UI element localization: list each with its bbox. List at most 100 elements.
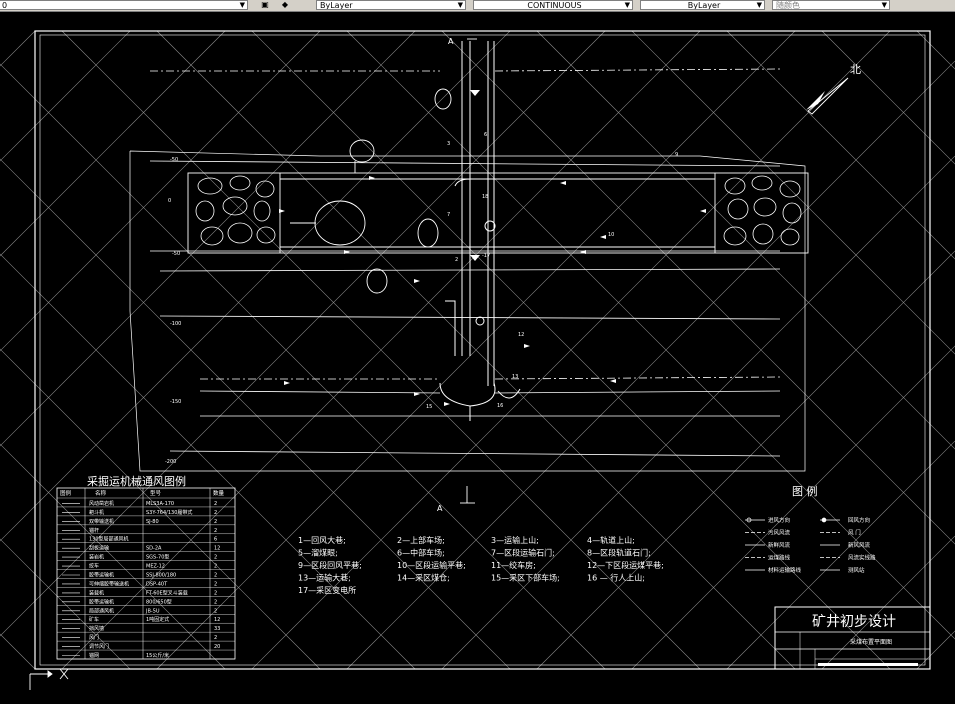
note-item: 10—区段运输平巷; (397, 560, 466, 570)
route-number-13: 13 (512, 374, 518, 380)
level-label: -150 (170, 399, 181, 405)
legend-row-qty: 2 (214, 501, 217, 507)
legend-row-name: 调节风门 (89, 643, 109, 650)
note-item: 2—上部车场; (397, 535, 445, 545)
note-item: 4—轨道上山; (587, 535, 635, 545)
legend-row-qty: 2 (214, 564, 217, 570)
legend-row-qty: 33 (214, 626, 220, 632)
linetype-value: CONTINUOUS (527, 1, 582, 10)
detail-callouts (290, 38, 477, 504)
legend-row-model: 800/650型 (146, 598, 172, 605)
note-item: 16 — 行人上山; (587, 573, 645, 583)
legend-row-qty: 6 (214, 537, 217, 543)
coal-seam-outline (129, 150, 806, 472)
route-number-18: 18 (482, 194, 488, 200)
layer-manager-icon[interactable]: ▣ (261, 0, 269, 9)
level-label: 0 (168, 198, 171, 204)
symbol-legend: 进风方向回风方向污风风流风 门新鲜风流新风风流运煤路线风流实线路材料运输路线测风… (745, 516, 876, 574)
symbol-legend-label: 污风风流 (768, 529, 791, 537)
note-item: 1—回风大巷; (298, 535, 346, 545)
note-item: 15—采区下部车场; (491, 573, 560, 583)
legend-row-name: 风门 (89, 634, 99, 641)
title-block: 矿井初步设计 采煤布置平面图 (774, 606, 931, 670)
note-item: 7—区段运输石门; (491, 548, 555, 558)
legend-row-model: S3Y-764/130履带式 (146, 509, 192, 516)
drawing-canvas[interactable]: 3 6 9 10 18 7 -17 12 13 15 16 2 -50 0 -5… (0, 11, 955, 700)
color-value: ByLayer (320, 1, 353, 10)
legend-row-qty: 2 (214, 528, 217, 534)
symbol-legend-label: 风 门 (848, 529, 861, 537)
legend-row-model: 15公斤/米 (146, 652, 169, 659)
plotstyle-value: 随颜色 (776, 1, 800, 10)
note-item: 9—区段回风平巷; (298, 560, 362, 570)
note-item: 3—运输上山; (491, 535, 539, 545)
route-number-labels: 3 6 9 10 18 7 -17 12 13 15 16 2 (426, 132, 678, 410)
legend-row-name: 130型局部通风机 (89, 536, 129, 543)
inner-frame (39, 34, 926, 666)
legend-header-name: 名称 (95, 489, 107, 497)
properties-toolbar: 0 ▼ ▣ ◆ ByLayer ▼ CONTINUOUS ▼ ByLayer ▼… (0, 0, 955, 12)
legend-row-qty: 2 (214, 590, 217, 596)
lineweight-dropdown[interactable]: ByLayer ▼ (640, 0, 765, 10)
legend-row-name: 矿车 (89, 616, 99, 623)
chevron-down-icon: ▼ (881, 1, 887, 9)
legend-row-name: 风动凿岩机 (89, 500, 114, 507)
legend-row-name: 装载机 (89, 589, 104, 596)
chevron-down-icon: ▼ (624, 1, 630, 9)
legend-row-model: MEZ-12 (146, 564, 165, 570)
chevron-down-icon: ▼ (239, 1, 245, 9)
legend-row-qty: 2 (214, 510, 217, 516)
symbol-legend-label: 测风站 (848, 566, 865, 574)
symbol-legend-label: 材料运输路线 (768, 566, 802, 574)
legend-row-model: SSJ-800/180 (146, 573, 176, 579)
route-number-16: 16 (497, 403, 503, 409)
route-number-7: 7 (447, 212, 450, 218)
route-number-3: 3 (447, 141, 450, 147)
legend-row-name: 锚网 (89, 652, 99, 659)
legend-notes: 1—回风大巷; 2—上部车场; 3—运输上山; 4—轨道上山; 5—溜煤眼; 6—中部车场… (298, 535, 664, 595)
legend-row-qty: 12 (214, 617, 220, 623)
north-label: 北 (850, 63, 861, 76)
title-block-sub: 采煤布置平面图 (850, 638, 892, 646)
symbol-legend-label: 回风方向 (848, 516, 870, 524)
route-number-12: 12 (518, 332, 524, 338)
layout-tab-bar (0, 690, 955, 700)
legend-row-name: 锚杆 (89, 527, 99, 534)
north-arrow-icon: 北 (806, 63, 861, 115)
symbol-legend-label: 风流实线路 (848, 554, 876, 562)
legend-header-symbol: 图例 (60, 489, 72, 497)
layer-dropdown[interactable]: 0 ▼ (0, 0, 248, 10)
note-item: 11—绞车房; (491, 560, 536, 570)
level-label: -50 (170, 157, 178, 163)
plotstyle-dropdown[interactable]: 随颜色 ▼ (772, 0, 890, 10)
layer-previous-icon[interactable]: ◆ (281, 0, 289, 9)
equipment-legend-title: 采掘运机械通风图例 (87, 474, 186, 488)
legend-header-model: 型号 (150, 489, 162, 497)
legend-row-model: FT-60E型叉斗装载 (146, 589, 188, 596)
legend-row-name: 局部通风机 (89, 607, 114, 614)
section-marker-bottom: A (437, 504, 443, 513)
goaf-right (723, 175, 802, 246)
title-block-main: 矿井初步设计 (812, 613, 896, 630)
roadways (149, 68, 781, 457)
route-number-9: 9 (675, 152, 678, 158)
linetype-dropdown[interactable]: CONTINUOUS ▼ (473, 0, 633, 10)
note-item: 5—溜煤眼; (298, 548, 338, 558)
section-marker-top: A (448, 37, 454, 46)
goaf-left (195, 175, 276, 246)
color-dropdown[interactable]: ByLayer ▼ (316, 0, 466, 10)
legend-row-qty: 2 (214, 581, 217, 587)
symbol-legend-label: 新风风流 (848, 541, 871, 549)
note-item: 6—中部车场; (397, 548, 445, 558)
legend-row-model: DSP-40T (146, 581, 168, 587)
note-item: 13—运输大巷; (298, 573, 351, 583)
airflow-arrows (279, 90, 706, 406)
chevron-down-icon: ▼ (457, 1, 463, 9)
note-item: 14—采区煤仓; (397, 573, 450, 583)
route-number-5: 6 (484, 132, 487, 138)
route-number-10: 10 (608, 232, 614, 238)
legend-row-qty: 2 (214, 599, 217, 605)
legend-row-qty: 12 (214, 546, 220, 552)
legend-row-name: 装岩机 (89, 554, 104, 561)
